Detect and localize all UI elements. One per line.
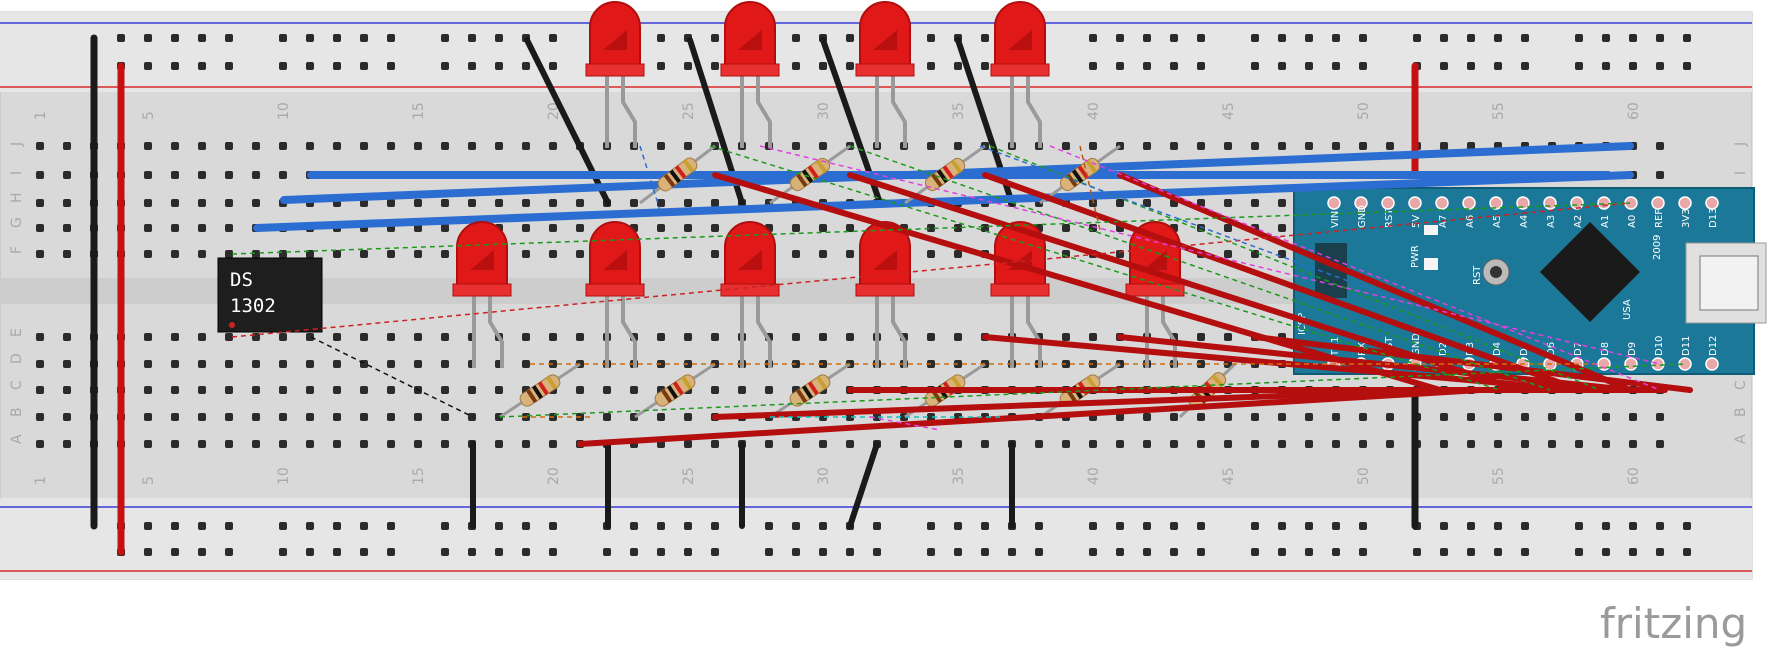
resistor [769, 362, 851, 419]
column-label: 45 [1221, 467, 1237, 485]
row-label: H [9, 192, 25, 203]
column-label: 35 [951, 467, 967, 485]
red-led [855, 1, 915, 148]
ic-label-line2: 1302 [230, 295, 276, 317]
arduino-pin-label: GND [1357, 205, 1368, 228]
microcontroller-chip [1540, 222, 1640, 322]
column-label: 60 [1626, 467, 1642, 485]
row-label: D [9, 353, 25, 364]
row-label: I [9, 171, 25, 175]
red-led [720, 1, 780, 148]
column-label: 15 [411, 467, 427, 485]
column-label: 50 [1356, 467, 1372, 485]
arduino-pin-label: RST [1384, 208, 1395, 228]
arduino-pin-label: 3V3 [1681, 208, 1692, 228]
row-label: C [1733, 380, 1749, 390]
usa-label: USA [1622, 299, 1633, 320]
column-label: 10 [276, 467, 292, 485]
column-label: 35 [951, 102, 967, 120]
arduino-pin-label: REF [1654, 209, 1665, 228]
arduino-pin-label: D12 [1708, 336, 1719, 356]
arduino-pin-label: D9 [1627, 342, 1638, 356]
leds [452, 1, 1185, 368]
arduino-pin-label: D10 [1654, 336, 1665, 356]
row-label: I [1733, 171, 1749, 175]
row-label: E [9, 328, 25, 337]
arduino-pin-label: A4 [1519, 215, 1530, 228]
red-led [585, 1, 645, 148]
arduino-pin-label: A0 [1627, 215, 1638, 228]
row-label: B [1733, 407, 1749, 417]
column-label: 50 [1356, 102, 1372, 120]
column-label: 25 [681, 102, 697, 120]
red-signal-wires [577, 172, 1693, 447]
column-label: 20 [546, 467, 562, 485]
arduino-pin-label: GND [1411, 333, 1422, 356]
column-label: 15 [411, 102, 427, 120]
column-label: 55 [1491, 467, 1507, 485]
column-label: 55 [1491, 102, 1507, 120]
red-led [990, 1, 1050, 148]
arduino-pin-label: D4 [1492, 342, 1503, 356]
row-label: B [9, 407, 25, 417]
ratsnest-lines [231, 145, 1686, 431]
arduino-pin-label: D8 [1600, 342, 1611, 356]
arduino-pin-label: 5V [1411, 215, 1422, 228]
row-label: A [9, 434, 25, 444]
rst-label: RST [1472, 265, 1483, 285]
row-label: C [9, 380, 25, 390]
resistor [499, 362, 581, 419]
column-label: 40 [1086, 102, 1102, 120]
row-label: J [9, 142, 25, 147]
resistor [639, 144, 716, 205]
arduino-pin-label: A2 [1573, 215, 1584, 228]
row-label: A [1733, 434, 1749, 444]
column-label: 25 [681, 467, 697, 485]
arduino-pin-label: D7 [1573, 342, 1584, 356]
arduino-pin-label: A3 [1546, 215, 1557, 228]
red-led [452, 221, 512, 368]
red-led [720, 221, 780, 368]
column-label: 30 [816, 467, 832, 485]
resistors [499, 144, 1237, 419]
red-led [585, 221, 645, 368]
column-label: 1 [33, 476, 49, 485]
resistor [634, 362, 716, 419]
arduino-pin-label: A5 [1492, 215, 1503, 228]
row-label: J [1733, 142, 1749, 147]
column-label: 60 [1626, 102, 1642, 120]
year-label: 2009 [1652, 235, 1663, 260]
resistor [904, 144, 986, 205]
column-label: 1 [33, 111, 49, 120]
column-label: 45 [1221, 102, 1237, 120]
ds1302-ic: DS 1302 [217, 257, 323, 333]
icsp-label: ICSP [1297, 313, 1308, 335]
column-label: 5 [141, 111, 157, 120]
row-label: F [9, 246, 25, 254]
pwr-label: PWR [1410, 245, 1421, 268]
column-label: 30 [816, 102, 832, 120]
power-rail-wires [90, 34, 1419, 556]
arduino-pin-label: D2 [1438, 342, 1449, 356]
arduino-pin-label: A1 [1600, 215, 1611, 228]
column-label: 40 [1086, 467, 1102, 485]
arduino-pin-label: VIN [1330, 211, 1341, 228]
arduino-pin-label: D13 [1708, 208, 1719, 228]
arduino-pin-label: RX0 [1357, 336, 1368, 356]
column-label: 5 [141, 476, 157, 485]
arduino-pin-label: D11 [1681, 336, 1692, 356]
arduino-pin-label: A6 [1465, 215, 1476, 228]
arduino-pin-label: D5 [1519, 342, 1530, 356]
fritzing-logo: fritzing [1600, 599, 1747, 648]
ic-label-line1: DS [230, 269, 253, 291]
column-label: 10 [276, 102, 292, 120]
arduino-pin-label: D6 [1546, 342, 1557, 356]
row-label: G [9, 217, 25, 228]
